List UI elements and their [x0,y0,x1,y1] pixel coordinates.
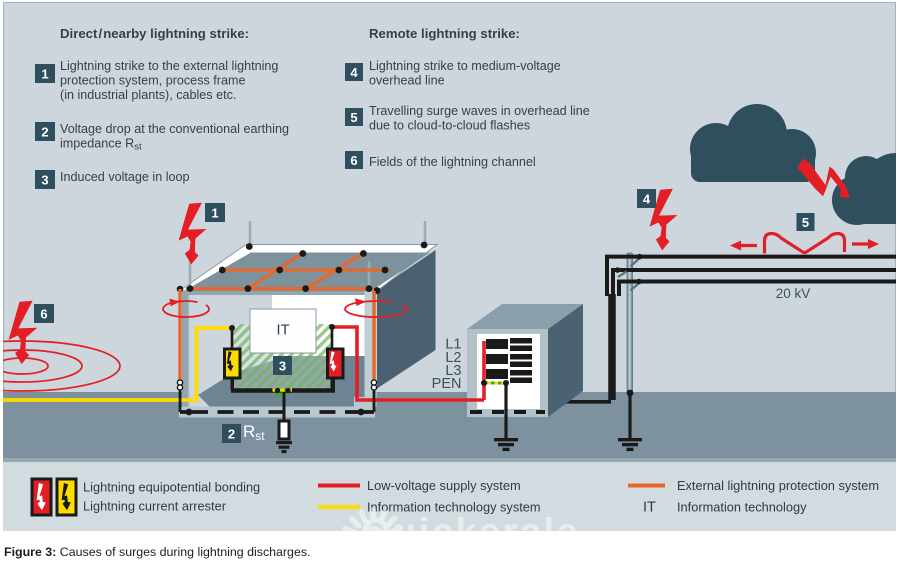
svg-text:3: 3 [41,173,48,188]
svg-text:5: 5 [802,215,809,230]
svg-text:Lightning current arrester: Lightning current arrester [83,499,227,514]
svg-text:L3: L3 [445,363,461,379]
svg-text:Lightning equipotential bondin: Lightning equipotential bonding [83,480,260,495]
svg-text:6: 6 [40,307,47,322]
svg-text:L2: L2 [445,350,461,366]
svg-text:Travelling surge waves in over: Travelling surge waves in overhead line [369,104,590,118]
svg-text:protection system, process fra: protection system, process frame [60,74,245,88]
svg-text:4: 4 [350,65,358,80]
svg-text:Lightning strike to the extern: Lightning strike to the external lightni… [60,59,278,73]
svg-text:1: 1 [211,206,218,221]
svg-text:(in industrial plants), cables: (in industrial plants), cables etc. [60,88,236,102]
svg-text:3: 3 [279,359,286,374]
svg-text:Induced voltage in loop: Induced voltage in loop [60,170,190,184]
svg-text:IT: IT [277,323,290,339]
svg-text:Lightning strike to medium-vol: Lightning strike to medium-voltage [369,59,561,73]
svg-text:L1: L1 [445,337,461,353]
svg-text:Figure 3: Causes of surges dur: Figure 3: Causes of surges during lightn… [4,545,310,559]
svg-text:Direct / nearby lightning stri: Direct / nearby lightning strike: [60,26,249,41]
svg-text:4: 4 [643,192,651,207]
svg-text:Fields of the lightning channe: Fields of the lightning channel [369,155,536,169]
svg-text:Quickerala: Quickerala [361,512,580,554]
svg-text:20 kV: 20 kV [776,286,811,301]
svg-text:2: 2 [41,125,48,140]
svg-text:5: 5 [350,110,357,125]
svg-text:impedance Rst: impedance Rst [60,137,142,153]
svg-text:2: 2 [228,427,235,442]
svg-text:IT: IT [643,500,656,516]
svg-text:1: 1 [41,67,48,82]
svg-text:due to cloud-to-cloud flashes: due to cloud-to-cloud flashes [369,119,530,133]
svg-text:6: 6 [350,153,357,168]
svg-text:Remote lightning strike:: Remote lightning strike: [369,26,520,41]
svg-text:Information technology system: Information technology system [367,500,541,515]
svg-text:External lightning protection: External lightning protection system [677,478,879,493]
svg-text:overhead line: overhead line [369,74,445,88]
svg-text:Voltage drop at the convention: Voltage drop at the conventional earthin… [60,122,289,136]
svg-text:Low-voltage supply system: Low-voltage supply system [367,478,521,493]
svg-text:Information technology: Information technology [677,500,807,515]
svg-text:PEN: PEN [432,376,462,392]
